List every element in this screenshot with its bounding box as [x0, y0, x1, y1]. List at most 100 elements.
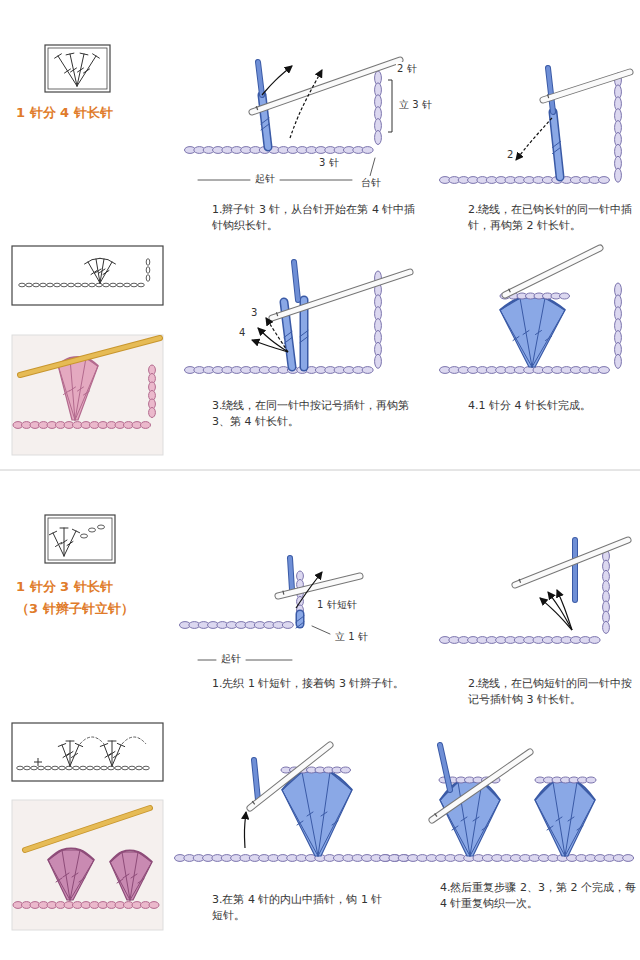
stitch-wrap	[300, 331, 308, 337]
chain-stitches	[175, 855, 410, 862]
stitch-wrap	[577, 826, 583, 830]
symbol-frame	[12, 246, 163, 305]
stitch-top	[48, 849, 94, 860]
illustration-part	[623, 855, 634, 862]
stitch-fan	[110, 852, 152, 900]
dc-symbol	[72, 754, 78, 758]
callout-number: 2	[506, 148, 514, 163]
dc-symbol	[67, 752, 73, 756]
illustration-part	[615, 168, 622, 182]
stitch-post	[122, 852, 130, 900]
yarn	[254, 760, 258, 800]
stitch-wrap	[452, 826, 458, 830]
stitch-post	[470, 800, 500, 856]
dc-symbol	[96, 259, 100, 283]
section-divider	[0, 470, 640, 471]
chart-chain	[19, 283, 145, 287]
hook-tip	[519, 579, 520, 583]
leader-line	[312, 626, 330, 634]
illustration-part	[54, 283, 61, 287]
bracket	[388, 80, 392, 132]
yarn	[572, 540, 578, 600]
hook-tip	[276, 312, 277, 316]
stitch-wrap	[261, 118, 269, 124]
stitch-post	[318, 790, 352, 856]
stitch-fan	[535, 782, 595, 856]
illustration-part	[87, 766, 94, 770]
stitch-post	[70, 358, 75, 420]
stitch-fan	[58, 358, 98, 420]
section-title: 1 针分 3 针长针	[15, 578, 114, 597]
stitch-wrap	[536, 331, 542, 335]
leader-line	[370, 158, 375, 176]
stitch-wrap	[523, 331, 529, 335]
stitch-post	[262, 95, 268, 147]
stitch-wrap	[79, 878, 85, 882]
direction-arrow	[244, 812, 246, 848]
section-title: （3 针辫子针立针）	[15, 600, 135, 619]
stitch-count: 立 1 针	[334, 630, 369, 645]
yarn	[440, 745, 450, 790]
stitch-wrap	[461, 817, 467, 821]
stitch-post	[553, 112, 560, 177]
crochet-hook	[25, 808, 150, 850]
callout-number: 4	[238, 326, 246, 341]
dc-symbol	[62, 745, 70, 766]
illustration-part	[19, 283, 26, 287]
crochet-hook	[278, 576, 360, 596]
chart-chain-arc	[80, 737, 146, 744]
stitch-count: 3 针	[318, 156, 340, 171]
yarn	[258, 62, 262, 95]
dc-symbol	[66, 741, 74, 742]
yarn	[294, 262, 298, 300]
illustration-part	[375, 131, 382, 145]
dc-symbol	[112, 745, 121, 766]
symbol-frame	[12, 723, 163, 781]
chart-chain	[98, 525, 105, 529]
stitch-wrap	[64, 391, 70, 395]
crochet-hook	[25, 808, 150, 850]
stitch-wrap	[63, 873, 69, 877]
yarn	[573, 540, 577, 600]
illustration-part	[101, 766, 108, 770]
turning-chain	[615, 73, 622, 182]
stitch-wrap	[307, 812, 313, 816]
stitch-post	[553, 782, 565, 856]
illustration-part	[603, 621, 610, 633]
illustration-part	[26, 283, 33, 287]
illustration-part	[117, 283, 124, 287]
illustration-part	[68, 283, 75, 287]
illustration-part	[80, 766, 87, 770]
stitch-wrap	[70, 387, 76, 391]
dc-symbol	[72, 529, 79, 532]
hook-tip	[435, 813, 437, 816]
turning-chain	[375, 71, 382, 145]
stitch-wrap	[553, 142, 561, 148]
stitch-post	[262, 95, 268, 147]
illustration-part	[75, 283, 82, 287]
illustration-part	[24, 766, 31, 770]
turning-chain	[615, 283, 622, 368]
crochet-hook	[543, 72, 630, 100]
crochet-hook	[432, 752, 530, 820]
stitch-post	[75, 358, 86, 420]
stitch-wrap	[482, 826, 488, 830]
crochet-hook	[272, 272, 410, 318]
stitch-wrap	[546, 337, 552, 341]
illustration-part	[96, 283, 103, 287]
stitch-post	[70, 860, 94, 900]
dc-symbol	[104, 745, 112, 766]
dc-symbol	[100, 744, 107, 747]
chain-stitches	[185, 147, 374, 154]
chain-stitches	[13, 422, 151, 429]
crochet-hook	[252, 60, 400, 112]
chain-stitches	[535, 777, 596, 783]
illustration-part	[61, 283, 68, 287]
stitch-wrap	[117, 879, 123, 883]
dc-symbol	[75, 743, 82, 746]
illustration-part	[282, 622, 293, 629]
dc-symbol	[61, 540, 67, 544]
dc-symbol	[100, 258, 108, 259]
stitch-fan	[282, 772, 352, 856]
